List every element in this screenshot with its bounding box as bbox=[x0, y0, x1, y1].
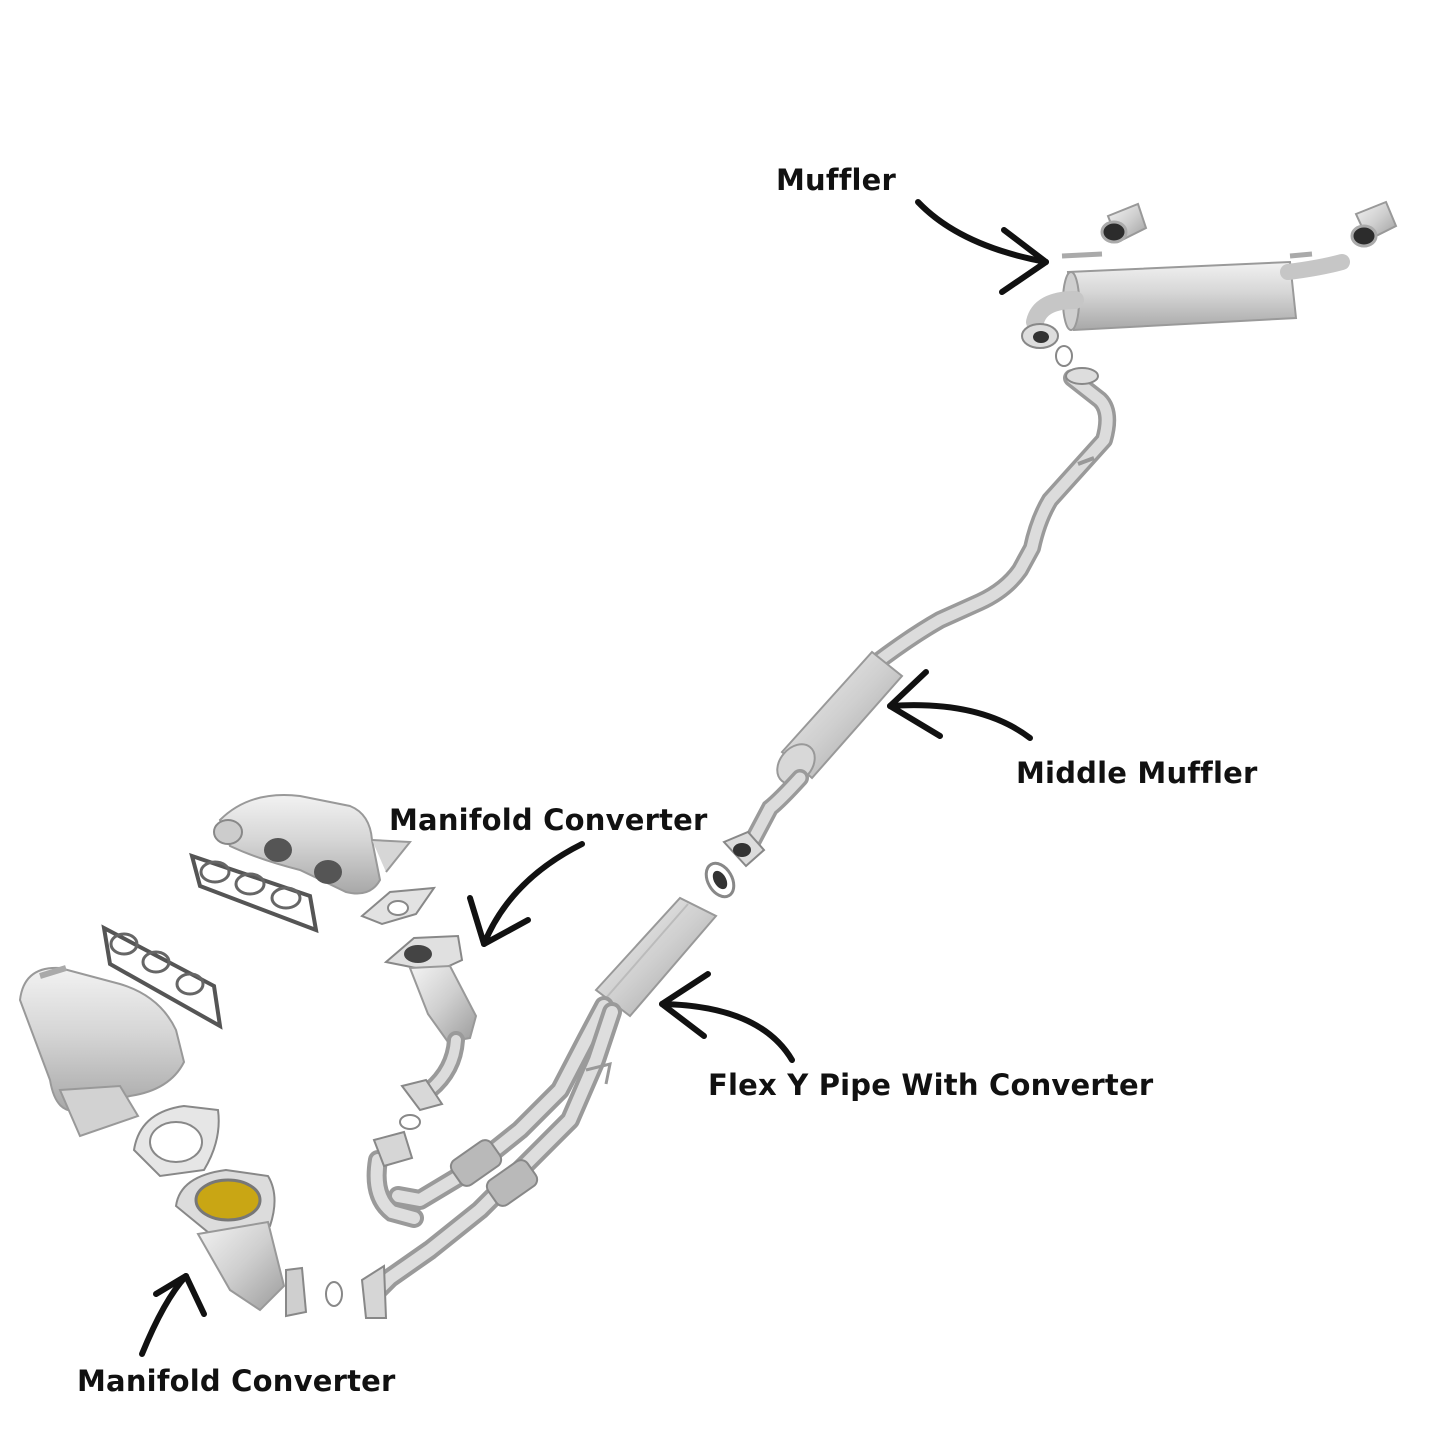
arrow-muffler bbox=[915, 199, 1049, 295]
exhaust-tip-left bbox=[1100, 202, 1148, 244]
upper-exhaust-manifold bbox=[213, 794, 412, 895]
lower-flange-gasket bbox=[132, 1104, 220, 1178]
lower-exhaust-manifold bbox=[18, 965, 186, 1138]
lower-manifold-converter-part bbox=[174, 1168, 343, 1318]
upper-manifold-gasket bbox=[189, 852, 319, 934]
label-manifold-converter-lower: Manifold Converter bbox=[77, 1364, 396, 1398]
flex-y-pipe-part bbox=[360, 896, 718, 1319]
upper-flange-gasket bbox=[360, 886, 437, 926]
label-muffler: Muffler bbox=[776, 163, 897, 197]
rear-muffler-part bbox=[1021, 251, 1350, 367]
middle-muffler-part bbox=[722, 650, 904, 868]
label-manifold-converter-upper: Manifold Converter bbox=[389, 803, 708, 837]
arrow-manifold-converter-lower bbox=[139, 1273, 207, 1357]
exhaust-tip-right bbox=[1350, 200, 1398, 248]
intermediate-pipe bbox=[871, 367, 1117, 669]
gasket-flange bbox=[704, 861, 736, 899]
label-middle-muffler: Middle Muffler bbox=[1016, 756, 1258, 790]
arrow-manifold-converter-upper bbox=[467, 841, 585, 947]
arrow-middle-muffler bbox=[887, 669, 1033, 741]
lower-manifold-gasket bbox=[101, 924, 223, 1030]
upper-manifold-converter-part bbox=[383, 934, 478, 1130]
label-flex-y-pipe: Flex Y Pipe With Converter bbox=[708, 1068, 1154, 1102]
arrow-flex-y-pipe bbox=[659, 971, 795, 1063]
